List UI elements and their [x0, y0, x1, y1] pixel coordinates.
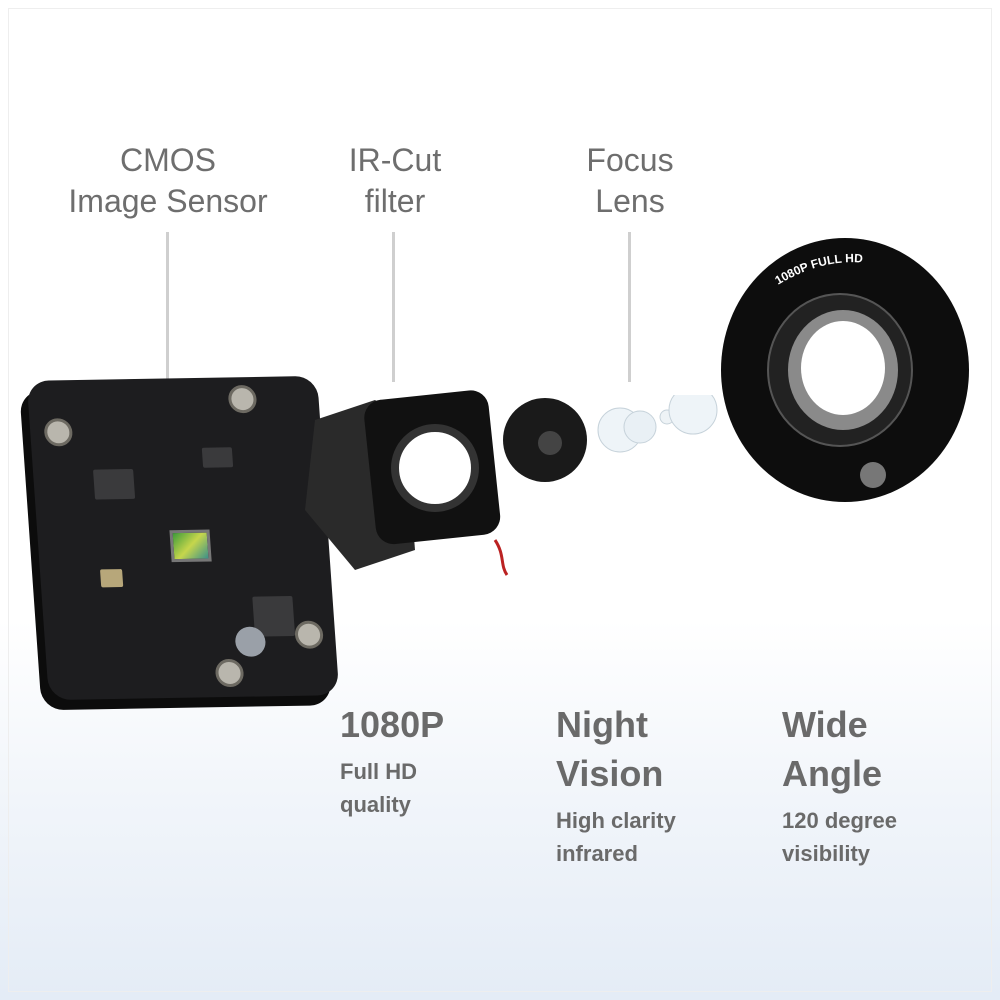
- glass-element: [668, 395, 718, 435]
- callout-line: Focus: [586, 142, 674, 178]
- image-sensor-chip: [169, 529, 212, 563]
- callout-pointer-cmos: [166, 232, 169, 494]
- feature-title: Vision: [556, 753, 664, 794]
- capacitor: [99, 569, 124, 588]
- feature-night-vision: Night Vision High clarity infrared: [556, 700, 676, 870]
- feature-subtitle-line: High clarity: [556, 808, 676, 833]
- mount-hole: [214, 658, 245, 688]
- lens-cover-ring: 1080P FULL HD: [721, 238, 969, 502]
- feature-subtitle-line: 120 degree: [782, 808, 897, 833]
- chip: [93, 468, 136, 500]
- light-sensor: [860, 462, 886, 488]
- callout-line: Lens: [595, 183, 665, 219]
- feature-title: Angle: [782, 753, 883, 794]
- ir-cut-filter-assembly: [305, 390, 509, 576]
- image-frame: [8, 8, 992, 992]
- filter-aperture: [391, 424, 479, 512]
- feature-subtitle-line: quality: [340, 792, 411, 817]
- glass-element: [623, 410, 657, 444]
- mount-hole: [227, 384, 258, 414]
- feature-subtitle-line: infrared: [556, 841, 638, 866]
- chip: [201, 447, 234, 468]
- feature-subtitle: Full HD quality: [340, 755, 444, 821]
- feature-title: Night: [556, 704, 648, 745]
- focus-lens-assembly: [503, 395, 718, 482]
- callout-pointer-ir: [392, 232, 395, 382]
- callout-line: Image Sensor: [68, 183, 268, 219]
- callout-cmos-sensor: CMOS Image Sensor: [50, 140, 286, 222]
- lens-glass: [538, 431, 562, 455]
- feature-wide-angle: Wide Angle 120 degree visibility: [782, 700, 897, 870]
- feature-title: Wide: [782, 704, 868, 745]
- callout-line: IR-Cut: [348, 142, 442, 178]
- mount-hole: [43, 418, 74, 447]
- filter-wire: [493, 539, 509, 576]
- mount-hole: [294, 620, 325, 649]
- feature-subtitle: High clarity infrared: [556, 804, 676, 870]
- callout-ir-cut-filter: IR-Cut filter: [320, 140, 470, 222]
- cmos-circuit-board: [26, 375, 340, 701]
- ring-aperture: [801, 321, 885, 415]
- callout-focus-lens: Focus Lens: [555, 140, 705, 222]
- feature-title: 1080P: [340, 704, 445, 745]
- feature-1080p: 1080P Full HD quality: [340, 700, 444, 821]
- feature-subtitle-line: visibility: [782, 841, 871, 866]
- feature-subtitle-line: Full HD: [340, 759, 417, 784]
- feature-subtitle: 120 degree visibility: [782, 804, 897, 870]
- callout-line: CMOS: [120, 142, 216, 178]
- callout-line: filter: [364, 183, 426, 219]
- callout-pointer-lens: [628, 232, 631, 382]
